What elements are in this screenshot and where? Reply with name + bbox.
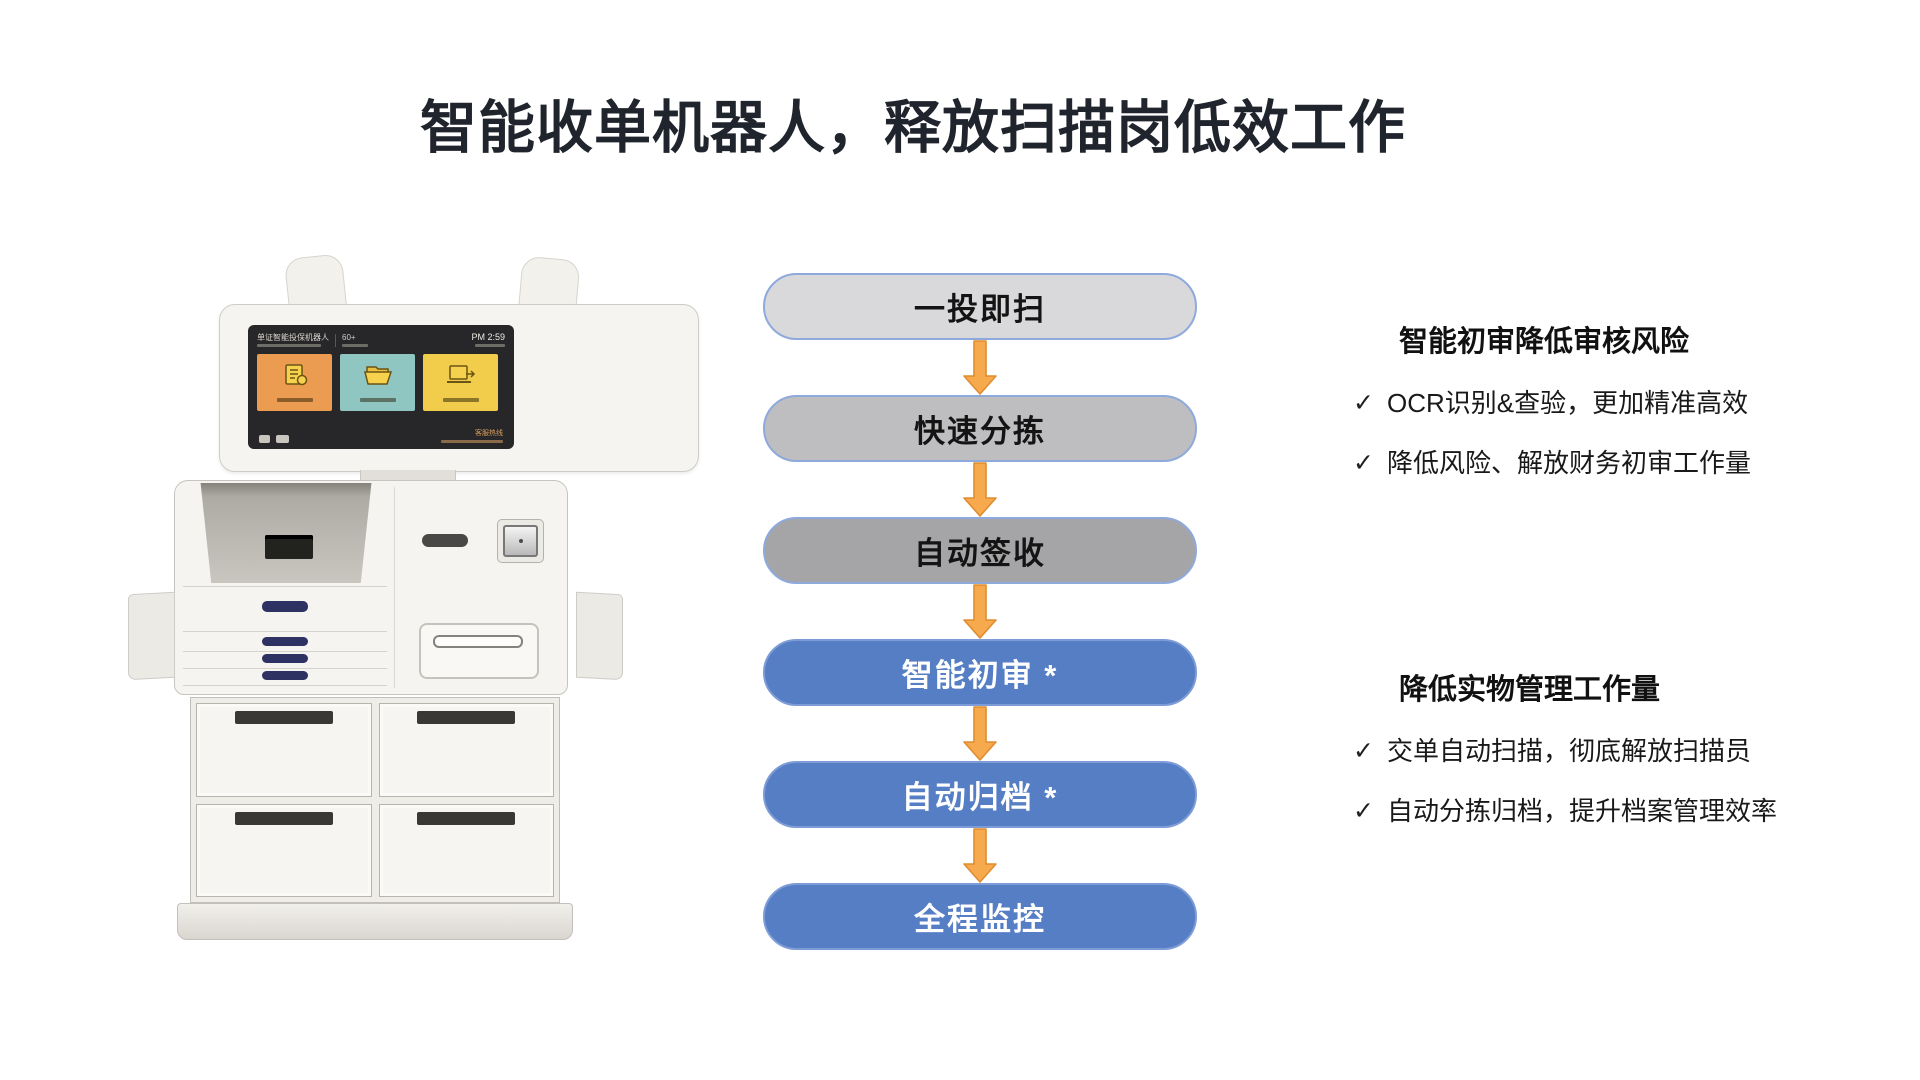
- down-arrow-icon: [763, 584, 1197, 639]
- benefit-bullet: ✓ 降低风险、解放财务初审工作量: [1353, 446, 1883, 480]
- folder-icon: [362, 363, 394, 392]
- down-arrow-icon: [763, 828, 1197, 883]
- kiosk-counter-sub-bar: [342, 344, 368, 347]
- kiosk-clock: PM 2:59: [471, 332, 505, 342]
- flow-step-label: 全程监控: [914, 902, 1046, 937]
- kiosk-drawer: [378, 703, 554, 797]
- feeder-slot: [265, 535, 313, 559]
- kiosk-monitor: 单证智能投保机器人 60+ PM 2:59: [219, 304, 699, 472]
- flow-step-label: 快速分拣: [914, 414, 1046, 449]
- kiosk-drawer: [196, 803, 372, 897]
- flow-step-label: 一投即扫: [914, 292, 1046, 327]
- kiosk-screen-footer: 客服热线: [257, 430, 505, 443]
- benefit-bullet: ✓ OCR识别&查验，更加精准高效: [1353, 386, 1883, 420]
- kiosk-photo: 单证智能投保机器人 60+ PM 2:59: [124, 253, 700, 946]
- checkmark-icon: ✓: [1353, 737, 1374, 765]
- kiosk-clock-sub-bar: [475, 344, 505, 347]
- clipboard-icon: [280, 363, 310, 392]
- kiosk-tile-send: [423, 354, 498, 411]
- kiosk-drawer-cabinet: [190, 697, 560, 903]
- kiosk-body-divider: [394, 487, 395, 688]
- benefit-bullet: ✓ 交单自动扫描，彻底解放扫描员: [1353, 734, 1883, 768]
- kiosk-counter: 60+: [342, 333, 356, 342]
- receipt-printer: [419, 623, 539, 679]
- benefit-bullet: ✓ 自动分拣归档，提升档案管理效率: [1353, 794, 1883, 828]
- kiosk-body: [174, 480, 568, 695]
- kiosk-drawer: [196, 703, 372, 797]
- kiosk-app-title: 单证智能投保机器人: [257, 333, 329, 342]
- qr-scanner: [497, 519, 544, 563]
- benefit-heading: 智能初审降低审核风险: [1399, 326, 1690, 358]
- parcel-icon: [276, 435, 289, 443]
- kiosk-app-subtitle-bar: [257, 344, 321, 347]
- kiosk-header-divider: [335, 334, 336, 347]
- flow-step-4: 智能初审 *: [763, 639, 1197, 706]
- kiosk-tile-archive: [340, 354, 415, 411]
- kiosk-tiles: [257, 354, 505, 411]
- kiosk-base: [177, 903, 573, 940]
- checkmark-icon: ✓: [1353, 797, 1374, 825]
- flow-step-2: 快速分拣: [763, 395, 1197, 462]
- flow-step-label: 自动签收: [914, 536, 1046, 571]
- drawer-handle: [417, 711, 516, 724]
- benefit-bullet-text: 交单自动扫描，彻底解放扫描员: [1387, 736, 1752, 766]
- kiosk-drawer: [378, 803, 554, 897]
- kiosk-tile-label-bar: [442, 398, 479, 402]
- flow-step-3: 自动签收: [763, 517, 1197, 584]
- kiosk-side-handle-left: [128, 591, 175, 681]
- page-title: 智能收单机器人，释放扫描岗低效工作: [420, 96, 1406, 160]
- drawer-handle: [417, 811, 516, 825]
- kiosk-tile-scan: [257, 354, 332, 411]
- flow-step-label: 智能初审 *: [901, 658, 1059, 693]
- kiosk-tile-label-bar: [276, 398, 313, 402]
- checkmark-icon: ✓: [1353, 449, 1374, 477]
- down-arrow-icon: [763, 340, 1197, 395]
- benefit-block-archive: 降低实物管理工作量 ✓ 交单自动扫描，彻底解放扫描员 ✓ 自动分拣归档，提升档案…: [1353, 672, 1883, 828]
- kiosk-side-handle-right: [576, 591, 623, 681]
- output-tray-handle: [262, 601, 308, 612]
- benefit-block-audit: 智能初审降低审核风险 ✓ OCR识别&查验，更加精准高效 ✓ 降低风险、解放财务…: [1353, 324, 1883, 480]
- benefit-bullet-text: 降低风险、解放财务初审工作量: [1387, 448, 1752, 478]
- down-arrow-icon: [763, 462, 1197, 517]
- down-arrow-icon: [763, 706, 1197, 761]
- output-tray-handle: [262, 637, 308, 646]
- checkmark-icon: ✓: [1353, 389, 1374, 417]
- drawer-handle: [234, 811, 333, 825]
- benefit-heading: 降低实物管理工作量: [1399, 674, 1661, 706]
- kiosk-screen: 单证智能投保机器人 60+ PM 2:59: [248, 325, 514, 449]
- gear-icon: [259, 435, 270, 443]
- flow-step-label: 自动归档 *: [901, 780, 1059, 815]
- flow-step-1: 一投即扫: [763, 273, 1197, 340]
- drawer-handle: [234, 711, 333, 724]
- benefit-bullet-text: 自动分拣归档，提升档案管理效率: [1387, 796, 1778, 826]
- kiosk-tile-label-bar: [359, 398, 396, 402]
- receipt-slot: [433, 635, 523, 648]
- qr-scanner-window: [503, 525, 538, 557]
- document-feeder-tray: [200, 483, 372, 583]
- kiosk-hotline-label: 客服热线: [475, 430, 503, 437]
- flow-step-5: 自动归档 *: [763, 761, 1197, 828]
- flow-step-6: 全程监控: [763, 883, 1197, 950]
- process-flow: 一投即扫 快速分拣 自动签收 智能初审 * 自动归档 * 全程监控: [763, 273, 1197, 950]
- speaker-slot: [422, 534, 468, 547]
- output-tray-handle: [262, 671, 308, 680]
- output-tray-handle: [262, 654, 308, 663]
- benefit-bullet-text: OCR识别&查验，更加精准高效: [1387, 388, 1749, 418]
- kiosk-hotline-number-bar: [441, 440, 503, 443]
- kiosk-screen-header: 单证智能投保机器人 60+ PM 2:59: [257, 333, 505, 347]
- laptop-arrow-icon: [445, 363, 477, 392]
